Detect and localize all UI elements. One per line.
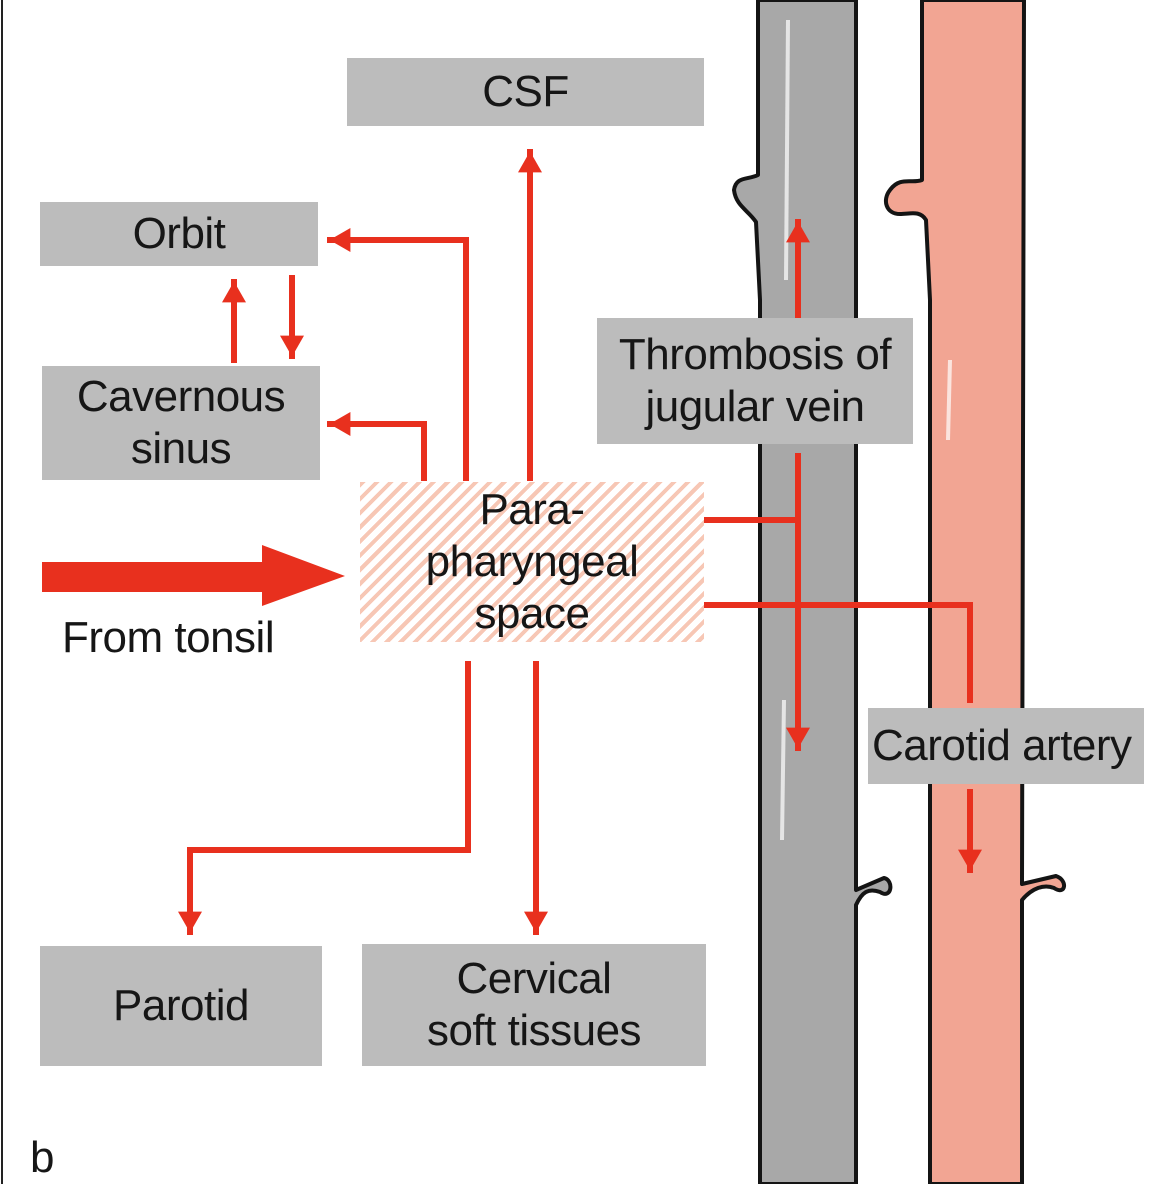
carotid-artery-label: Carotid artery bbox=[872, 720, 1132, 772]
arrow-to-orbit bbox=[330, 240, 466, 478]
csf-box: CSF bbox=[347, 58, 704, 126]
csf-label: CSF bbox=[482, 66, 569, 118]
arrow-to-cavernous-sinus bbox=[330, 424, 424, 478]
jugular-vein bbox=[734, 0, 890, 1184]
parotid-label: Parotid bbox=[113, 980, 249, 1032]
parapharyngeal-space-box: Para- pharyngeal space bbox=[360, 482, 704, 642]
parapharyngeal-label: Para- pharyngeal space bbox=[426, 484, 639, 640]
thrombosis-box: Thrombosis of jugular vein bbox=[597, 318, 913, 444]
orbit-box: Orbit bbox=[40, 202, 318, 266]
cavernous-sinus-box: Cavernous sinus bbox=[42, 366, 320, 480]
cervical-soft-tissues-box: Cervical soft tissues bbox=[362, 944, 706, 1066]
cervical-label: Cervical soft tissues bbox=[427, 953, 641, 1057]
tonsil-arrow bbox=[42, 545, 345, 606]
from-tonsil-label: From tonsil bbox=[62, 612, 274, 664]
arrow-to-parotid bbox=[190, 664, 468, 932]
panel-label: b bbox=[30, 1132, 54, 1184]
thrombosis-label: Thrombosis of jugular vein bbox=[619, 329, 891, 433]
cavernous-sinus-label: Cavernous sinus bbox=[77, 371, 285, 475]
carotid-artery bbox=[886, 0, 1064, 1184]
orbit-label: Orbit bbox=[133, 208, 226, 260]
parotid-box: Parotid bbox=[40, 946, 322, 1066]
carotid-artery-box: Carotid artery bbox=[868, 708, 1144, 784]
